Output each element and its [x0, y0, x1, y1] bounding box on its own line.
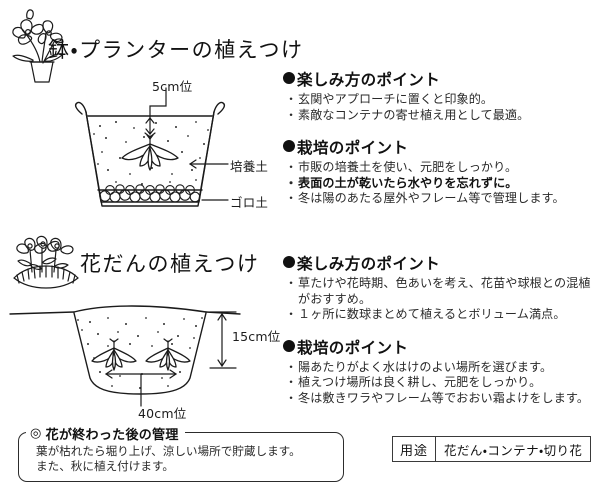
aftercare-body: 葉が枯れたら堀り上げ、涼しい場所で貯蔵します。 また、秋に植え付けます。 [36, 444, 336, 474]
list-item: 草たけや花時期、色あいを考え、花苗や球根との混植がおすすめ。 [285, 276, 600, 307]
enjoyment-points-heading-1-label: 楽しみ方のポイント [297, 71, 441, 89]
aftercare-title-label: 花が終わった後の管理 [45, 428, 179, 443]
drainage-gravel-label: ゴロ土 [230, 195, 269, 210]
flower-bed-illustration [8, 228, 84, 290]
planting-depth-label: 5cm位 [152, 79, 193, 94]
usage-table: 用途 花だん・コンテナ・切り花 [392, 436, 592, 462]
list-item: 冬は敷きワラやフレーム等でおおい霜よけをします。 [285, 391, 600, 407]
section-title-pot-planter: 鉢・プランターの植えつけ [48, 38, 304, 62]
aftercare-title: ◎ 花が終わった後の管理 [26, 424, 185, 443]
cultivation-points-heading-1: 栽培のポイント [283, 136, 600, 158]
potting-soil-label: 培養土 [230, 159, 269, 174]
bullet-dot-icon [283, 256, 295, 268]
bullet-dot-icon [283, 339, 295, 352]
list-item: 素敵なコンテナの寄せ植え用として最適。 [285, 108, 600, 124]
list-item: 市販の培養土を使い、元肥をしっかり。 [285, 160, 600, 176]
enjoyment-points-heading-2: 楽しみ方のポイント [283, 252, 600, 274]
usage-value: 花だん・コンテナ・切り花 [444, 442, 583, 458]
usage-label: 用途 [393, 437, 437, 461]
aftercare-line-1: 葉が枯れたら堀り上げ、涼しい場所で貯蔵します。 [36, 444, 301, 458]
cultivation-points-heading-2: 栽培のポイント [283, 336, 600, 358]
cultivation-points-list-2: 陽あたりがよく水はけのよい場所を選びます。 植えつけ場所は良く耕し、元肥をしっか… [285, 360, 600, 407]
bed-depth-label: 15cm位 [232, 329, 281, 344]
spacer [283, 323, 600, 336]
list-item: 植えつけ場所は良く耕し、元肥をしっかり。 [285, 375, 600, 391]
list-item: 表面の土が乾いたら水やりを忘れずに。 [285, 176, 600, 192]
cultivation-points-list-1: 市販の培養土を使い、元肥をしっかり。 表面の土が乾いたら水やりを忘れずに。 冬は… [285, 160, 600, 207]
bullet-dot-icon [283, 140, 295, 152]
cultivation-points-heading-2-label: 栽培のポイント [297, 338, 409, 357]
bullet-dot-icon [283, 72, 295, 84]
list-item: 玄関やアプローチに置くと印象的。 [285, 92, 600, 108]
flower-bed-cross-section-diagram [9, 300, 244, 420]
aftercare-line-2: また、秋に植え付けます。 [36, 459, 174, 473]
list-item: 冬は陽のあたる屋外やフレーム等で管理します。 [285, 191, 600, 207]
planter-cross-section-diagram [72, 87, 232, 222]
cultivation-points-heading-1-label: 栽培のポイント [297, 139, 409, 157]
enjoyment-points-list-2: 草たけや花時期、色あいを考え、花苗や球根との混植がおすすめ。 １ヶ所に数球まとめ… [285, 276, 600, 323]
enjoyment-points-heading-2-label: 楽しみ方のポイント [297, 255, 441, 273]
bulb-spacing-label: 40cm位 [138, 406, 187, 421]
list-item: 陽あたりがよく水はけのよい場所を選びます。 [285, 360, 600, 376]
section-title-flower-bed: 花だんの植えつけ [80, 252, 260, 276]
enjoyment-points-list-1: 玄関やアプローチに置くと印象的。 素敵なコンテナの寄せ植え用として最適。 [285, 92, 600, 124]
flower-bed-points: 楽しみ方のポイント 草たけや花時期、色あいを考え、花苗や球根との混植がおすすめ。… [283, 252, 600, 406]
spacer [283, 123, 600, 136]
enjoyment-points-heading-1: 楽しみ方のポイント [283, 68, 600, 90]
list-item: １ヶ所に数球まとめて植えるとボリューム満点。 [285, 307, 600, 323]
double-circle-icon: ◎ [30, 426, 42, 441]
pot-planter-points: 楽しみ方のポイント 玄関やアプローチに置くと印象的。 素敵なコンテナの寄せ植え用… [283, 68, 600, 207]
potted-flowers-illustration [2, 4, 74, 84]
